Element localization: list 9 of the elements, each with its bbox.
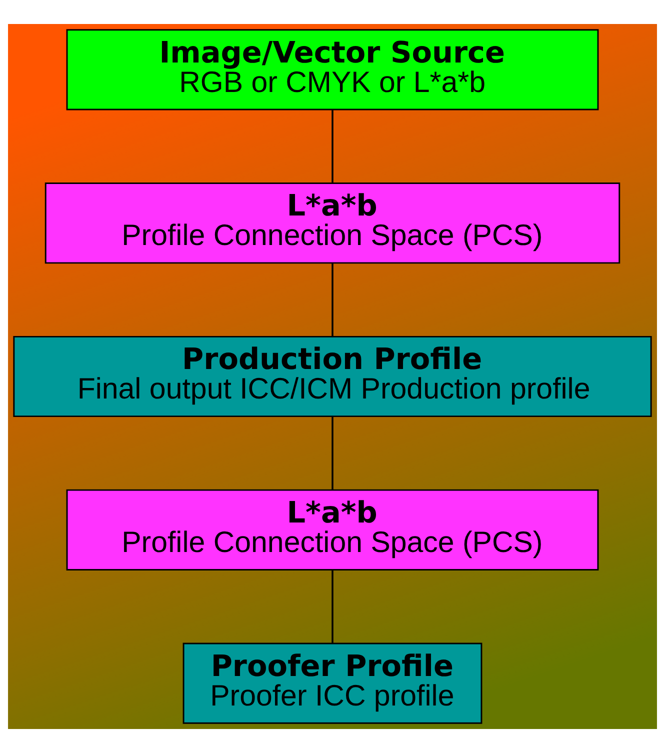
node-box: Production Profile Final output ICC/ICM Production profile <box>13 335 652 417</box>
connector <box>332 262 334 336</box>
connector <box>332 569 334 642</box>
node-box: L*a*b Profile Connection Space (PCS) <box>66 488 599 570</box>
node-box: L*a*b Profile Connection Space (PCS) <box>44 182 620 264</box>
connector <box>332 109 334 182</box>
connector <box>332 416 334 490</box>
node-box: Image/Vector Source RGB or CMYK or L*a*b <box>66 28 599 110</box>
node-box: Proofer Profile Proofer ICC profile <box>182 642 482 724</box>
